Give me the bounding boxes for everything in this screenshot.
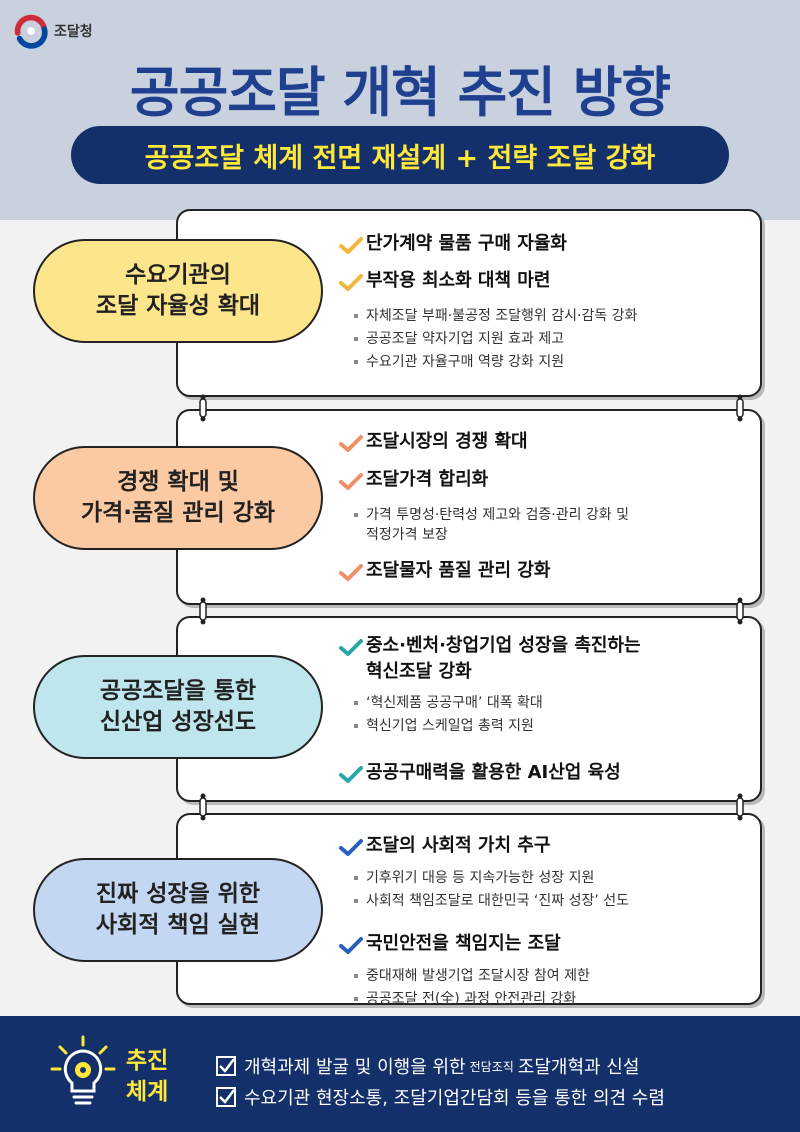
logo: 조달청 (12, 12, 93, 50)
section-item: 혁신조달 강화 (366, 661, 472, 682)
section-subitem: 수요기관 자율구매 역량 강화 지원 (353, 354, 565, 370)
binder-ring-icon (736, 597, 744, 625)
logo-text: 조달청 (54, 24, 93, 40)
section-item: 조달가격 합리화 (366, 469, 489, 490)
check-icon (339, 937, 363, 954)
footer-label: 추진 체계 (126, 1046, 168, 1108)
section-subitem: 기후위기 대응 등 지속가능한 성장 지원 (353, 870, 595, 886)
binder-ring-icon (199, 394, 207, 422)
page-title: 공공조달 개혁 추진 방향 (129, 61, 671, 124)
section-item: 부작용 최소화 대책 마련 (366, 270, 551, 291)
check-icon (339, 839, 363, 856)
footer-small-text: 전담조직 (469, 1059, 514, 1074)
check-icon (339, 766, 363, 783)
pill-line: 수요기관의 (125, 261, 231, 288)
section-subitem: 공공조달 전(全) 과정 안전관리 강화 (353, 991, 577, 1007)
footer-item-1: 개혁과제 발굴 및 이행을 위한 전담조직 조달개혁과 신설 (216, 1053, 639, 1079)
section-subitem: 중대재해 발생기업 조달시장 참여 제한 (354, 968, 590, 984)
section-item: 조달시장의 경쟁 확대 (366, 431, 528, 452)
section-subitem: 자체조달 부패·불공정 조달행위 감시·감독 강화 (353, 308, 638, 324)
footer-text: 수요기관 현장소통, 조달기업간담회 등을 통한 의견 수렴 (244, 1088, 665, 1109)
check-icon (339, 639, 363, 656)
taegeuk-logo-icon (14, 14, 48, 49)
section-item: 국민안전을 책임지는 조달 (366, 933, 561, 954)
section-item: 단가계약 물품 구매 자율화 (366, 233, 567, 254)
subtitle-banner: 공공조달 체계 전면 재설계 + 전략 조달 강화 (71, 126, 729, 184)
section-item: 공공구매력을 활용한 AI산업 육성 (366, 762, 621, 783)
section-item: 조달물자 품질 관리 강화 (366, 560, 551, 581)
check-icon (339, 274, 363, 291)
pill-line: 공공조달을 통한 (99, 677, 257, 704)
binder-ring-icon (736, 793, 744, 821)
binder-ring-icon (199, 793, 207, 821)
section-subitem: 사회적 책임조달로 대한민국 ‘진짜 성장’ 선도 (354, 893, 629, 909)
section-item: 조달의 사회적 가치 추구 (366, 835, 551, 856)
pill-line: 가격·품질 관리 강화 (80, 500, 276, 526)
section-subitem: ‘혁신제품 공공구매’ 대폭 확대 (354, 695, 543, 711)
footer-banner (0, 1016, 800, 1132)
lightbulb-gear-icon (50, 1035, 116, 1105)
binder-ring-icon (199, 597, 207, 625)
check-icon (339, 237, 363, 254)
section-subitem: 공공조달 약자기업 지원 효과 제고 (353, 331, 565, 347)
checkbox-icon (216, 1087, 236, 1107)
pill-line: 경쟁 확대 및 (117, 468, 239, 495)
check-icon (339, 473, 363, 490)
section-subitem: 혁신기업 스케일업 총력 지원 (354, 718, 534, 734)
pill-line: 진짜 성장을 위한 (95, 880, 261, 907)
binder-ring-icon (736, 394, 744, 422)
section-subitem: 적정가격 보장 (366, 527, 448, 543)
footer-label-line: 체계 (126, 1079, 169, 1106)
section-subitem: 가격 투명성·탄력성 제고와 검증·관리 강화 및 (354, 507, 629, 523)
footer-label-line: 추진 (126, 1048, 169, 1074)
pill-line: 조달 자율성 확대 (95, 293, 261, 319)
footer-item-2: 수요기관 현장소통, 조달기업간담회 등을 통한 의견 수렴 (216, 1084, 665, 1110)
footer-text: 개혁과제 발굴 및 이행을 위한 (244, 1057, 466, 1078)
check-icon (339, 435, 363, 452)
pill-line: 신산업 성장선도 (99, 709, 257, 735)
check-icon (339, 564, 363, 581)
section-item: 중소·벤처·창업기업 성장을 촉진하는 (366, 635, 641, 656)
footer-text: 조달개혁과 신설 (517, 1057, 640, 1078)
checkbox-icon (216, 1056, 236, 1076)
pill-line: 사회적 책임 실현 (95, 912, 261, 938)
